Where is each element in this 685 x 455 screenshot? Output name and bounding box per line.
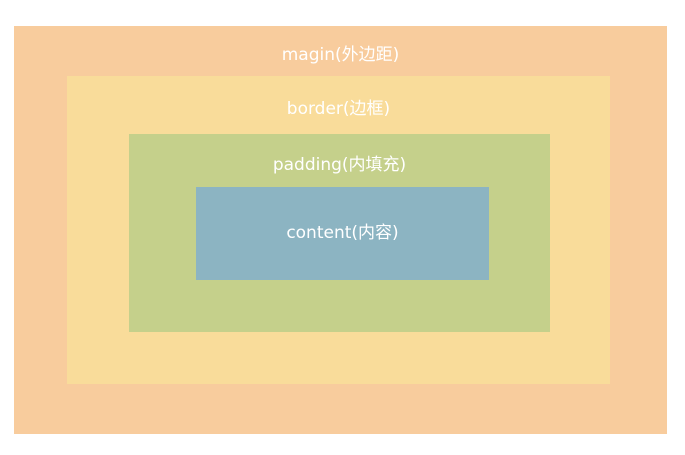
padding-box: padding(内填充) content(内容) [129,134,550,332]
margin-label: magin(外边距) [281,45,400,65]
border-label: border(边框) [286,99,391,119]
margin-box: magin(外边距) border(边框) padding(内填充) conte… [14,26,667,434]
content-box: content(内容) [196,187,489,280]
content-label: content(内容) [286,223,399,243]
padding-label: padding(内填充) [272,155,407,175]
border-box: border(边框) padding(内填充) content(内容) [67,76,610,384]
